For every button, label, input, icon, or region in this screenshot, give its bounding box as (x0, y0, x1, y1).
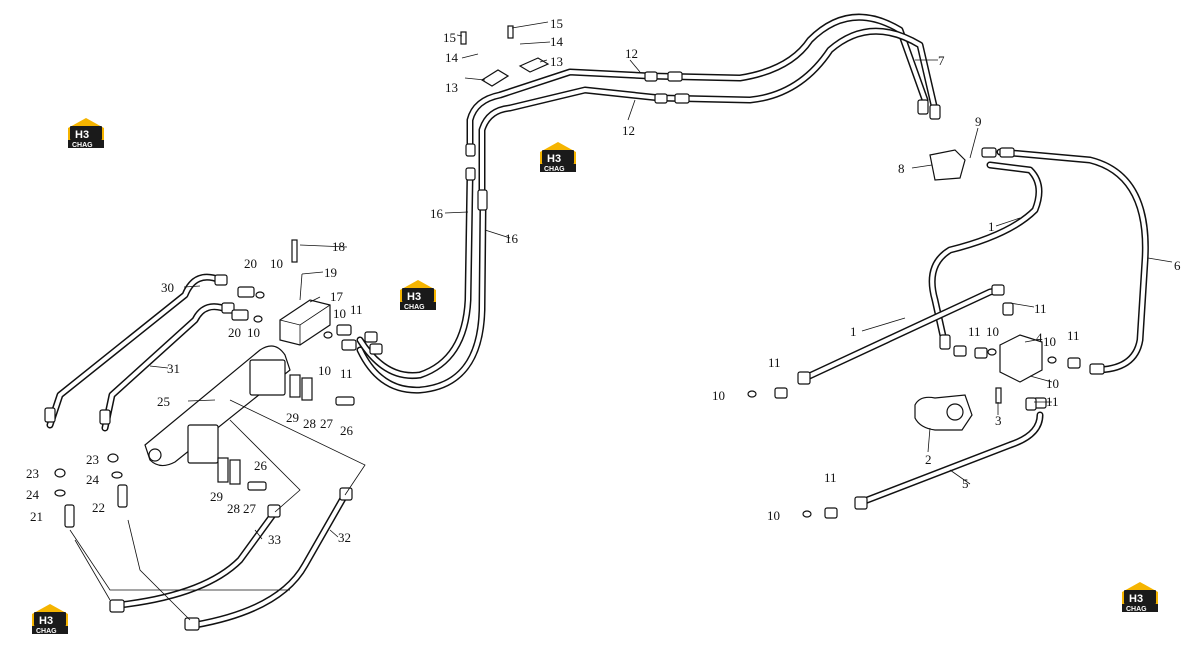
watermark-logos: H3 CHAG H3 CHAG H3 CHAG H3 CHAG (32, 118, 1158, 635)
callout-32: 32 (338, 530, 351, 545)
callout-10-i: 10 (767, 508, 780, 523)
callout-15-right: 15 (550, 16, 563, 31)
callout-11-b: 11 (340, 366, 353, 381)
callout-9: 9 (975, 114, 982, 129)
callout-13-right: 13 (550, 54, 563, 69)
callout-10-g: 10 (1043, 334, 1056, 349)
valve-block-4 (999, 334, 1043, 383)
callout-14-right: 14 (550, 34, 564, 49)
svg-text:CHAG: CHAG (72, 142, 93, 149)
svg-text:H3: H3 (39, 615, 53, 627)
callout-11-c: 11 (768, 355, 781, 370)
callout-29-lower: 29 (210, 489, 223, 504)
callout-7: 7 (938, 53, 945, 68)
callout-10-a: 10 (270, 256, 283, 271)
callout-11-g: 11 (1046, 394, 1059, 409)
callout-1-lower: 1 (850, 324, 857, 339)
svg-text:CHAG: CHAG (36, 628, 57, 635)
hoses (46, 13, 1149, 629)
callout-24-right: 24 (86, 472, 100, 487)
callout-10-c: 10 (333, 306, 346, 321)
svg-text:H3: H3 (547, 153, 561, 165)
callout-30: 30 (161, 280, 174, 295)
valve-2 (914, 394, 973, 431)
callout-8: 8 (898, 161, 905, 176)
callout-10-d: 10 (318, 363, 331, 378)
clamp-13-right (518, 57, 550, 73)
fittings (44, 25, 1105, 631)
callout-20-upper: 20 (244, 256, 257, 271)
callout-23-right: 23 (86, 452, 99, 467)
callout-16-right: 16 (505, 231, 519, 246)
callout-21: 21 (30, 509, 43, 524)
callout-12-lower: 12 (622, 123, 635, 138)
callout-2: 2 (925, 452, 932, 467)
valve-block-17 (279, 299, 331, 346)
callout-29-upper: 29 (286, 410, 299, 425)
callout-17: 17 (330, 289, 344, 304)
watermark-logo: H3 CHAG (400, 280, 436, 311)
callout-14-left: 14 (445, 50, 459, 65)
callout-26-upper: 26 (340, 423, 354, 438)
callout-26-lower: 26 (254, 458, 268, 473)
clamp-13-left (480, 69, 510, 87)
leader-lines (69, 21, 1173, 621)
callout-10-f: 10 (986, 324, 999, 339)
callout-24-left: 24 (26, 487, 40, 502)
svg-text:CHAG: CHAG (544, 166, 565, 173)
callout-19: 19 (324, 265, 337, 280)
callout-15-left: 15 (443, 30, 456, 45)
callout-11-f: 11 (1067, 328, 1080, 343)
watermark-logo: H3 CHAG (68, 118, 104, 149)
callout-3: 3 (995, 413, 1002, 428)
svg-text:CHAG: CHAG (404, 304, 425, 311)
callout-18: 18 (332, 239, 345, 254)
callout-11-e: 11 (968, 324, 981, 339)
svg-text:CHAG: CHAG (1126, 606, 1147, 613)
hose-1-upper (928, 161, 1043, 349)
callout-33: 33 (268, 532, 281, 547)
callout-12-upper: 12 (625, 46, 638, 61)
callout-27-lower: 27 (243, 501, 257, 516)
callout-31: 31 (167, 361, 180, 376)
tee-fitting-8 (929, 149, 966, 181)
callout-11-d: 11 (1034, 301, 1047, 316)
callout-20-lower: 20 (228, 325, 241, 340)
svg-text:H3: H3 (407, 291, 421, 303)
callout-11-a: 11 (350, 302, 363, 317)
callout-13-left: 13 (445, 80, 458, 95)
hose-33 (116, 508, 279, 609)
callout-10-h: 10 (1046, 376, 1059, 391)
watermark-logo: H3 CHAG (32, 604, 68, 635)
watermark-logo: H3 CHAG (540, 142, 576, 173)
callout-27-upper: 27 (320, 416, 334, 431)
callout-28-upper: 28 (303, 416, 316, 431)
callout-10-b: 10 (247, 325, 260, 340)
callout-25: 25 (157, 394, 170, 409)
callout-11-h: 11 (824, 470, 837, 485)
callout-4: 4 (1036, 330, 1043, 345)
callout-10-e: 10 (712, 388, 725, 403)
callout-5: 5 (962, 476, 969, 491)
callout-6: 6 (1174, 258, 1181, 273)
callout-22: 22 (92, 500, 105, 515)
svg-text:H3: H3 (75, 129, 89, 141)
callout-28-lower: 28 (227, 501, 240, 516)
hose-30 (46, 273, 224, 429)
svg-text:H3: H3 (1129, 593, 1143, 605)
callout-23-left: 23 (26, 466, 39, 481)
watermark-logo: H3 CHAG (1122, 582, 1158, 613)
callout-1-upper: 1 (988, 219, 995, 234)
callout-16-left: 16 (430, 206, 444, 221)
callout-labels: 1 1 2 3 4 5 6 7 8 9 10 10 10 10 10 10 10… (26, 16, 1181, 547)
